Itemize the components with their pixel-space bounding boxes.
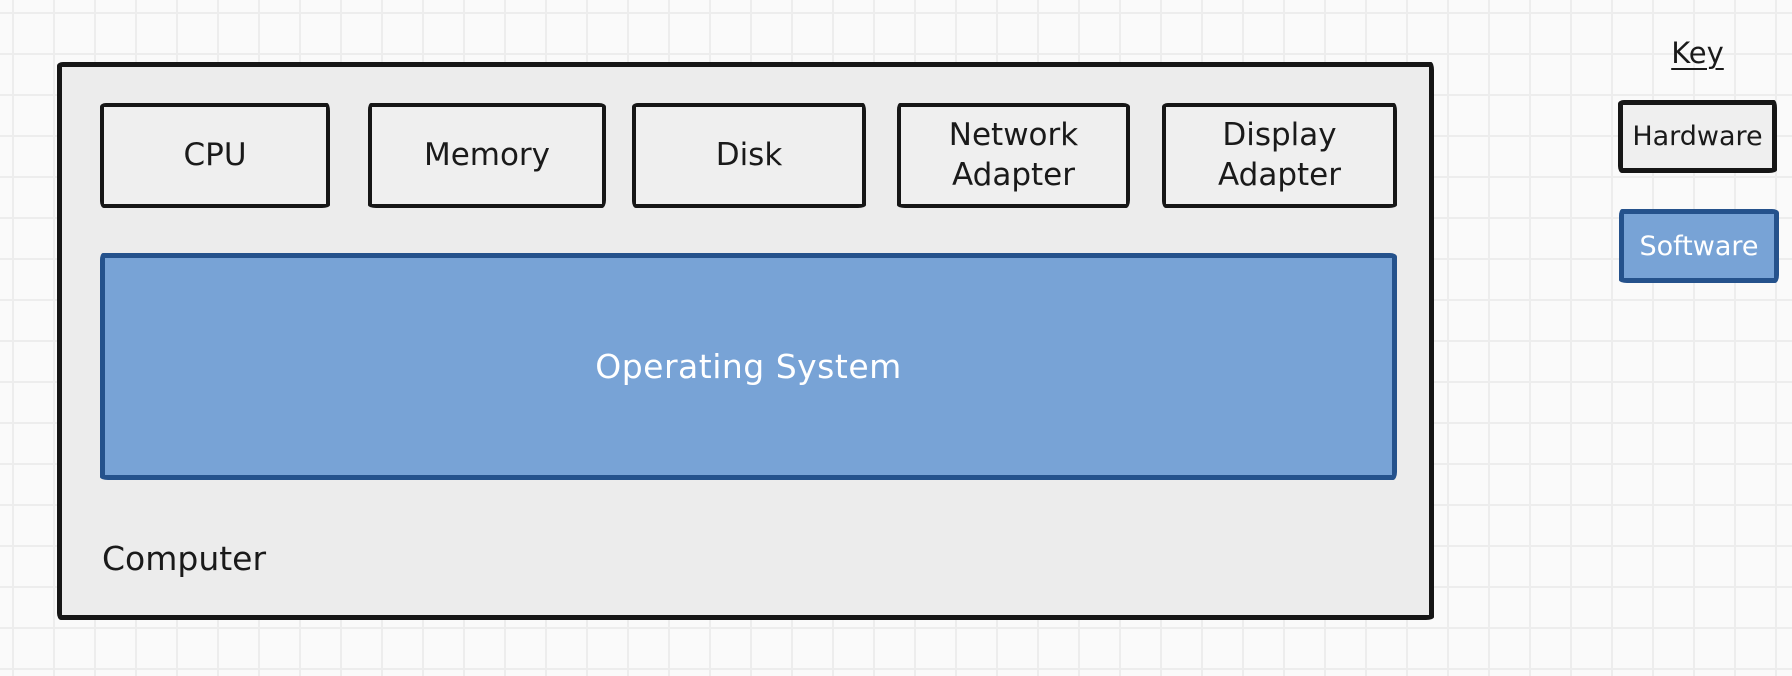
computer-container-box: CPU Memory Disk Network Adapter Display …	[57, 62, 1434, 620]
software-box-operating-system-label: Operating System	[595, 347, 902, 386]
hardware-box-disk: Disk	[632, 103, 866, 208]
hardware-box-display-adapter: Display Adapter	[1162, 103, 1397, 208]
hardware-box-network-adapter: Network Adapter	[897, 103, 1130, 208]
hardware-box-cpu-label: CPU	[183, 136, 247, 173]
hardware-box-memory-label: Memory	[423, 136, 551, 173]
hardware-box-network-adapter-label: Network Adapter	[948, 116, 1079, 193]
key-entry-software-label: Software	[1639, 230, 1759, 262]
key-entry-software: Software	[1619, 209, 1779, 283]
hardware-box-memory: Memory	[368, 103, 606, 208]
hardware-box-display-adapter-label: Display Adapter	[1218, 116, 1341, 193]
computer-container-label: Computer	[102, 539, 267, 578]
key-entry-hardware: Hardware	[1618, 100, 1777, 173]
key-entry-hardware-label: Hardware	[1632, 121, 1763, 152]
software-box-operating-system: Operating System	[100, 253, 1397, 480]
hardware-box-disk-label: Disk	[715, 136, 783, 173]
hardware-box-cpu: CPU	[100, 103, 330, 208]
key-title: Key	[1671, 36, 1724, 70]
